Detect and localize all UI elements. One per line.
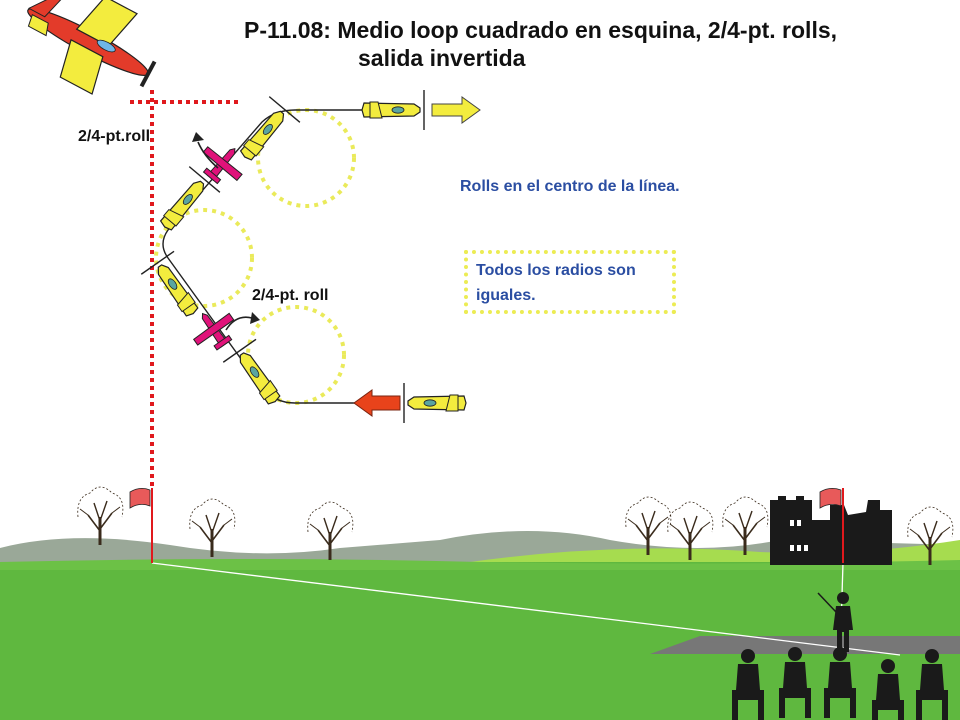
roll-arrow-icon-top: [192, 132, 219, 169]
runway: [650, 636, 960, 654]
entry-arrow-icon: [353, 389, 401, 417]
roll-label-bottom: 2/4-pt. roll: [252, 287, 329, 304]
roll-label-top: 2/4-pt.roll: [78, 128, 151, 145]
flag-icon-left: [129, 488, 153, 563]
tree-icon: [188, 497, 237, 559]
page-title: P-11.08: Medio loop cuadrado en esquina,…: [244, 17, 838, 43]
flag-icon-right: [819, 488, 844, 563]
aerobatic-plane-logo: [27, 0, 157, 95]
grass-horizon: [0, 559, 960, 570]
castle-icon: [770, 496, 892, 565]
pilot-silhouette-icon: [817, 592, 853, 652]
roll-arrow-icon-bottom: [225, 312, 260, 331]
tree-icon: [76, 485, 125, 547]
plane-icon-exit: [361, 89, 425, 131]
flight-path: [162, 109, 372, 404]
plane-icon-entry: [403, 382, 467, 424]
plane-icon-mid-high: [148, 165, 221, 241]
plane-icon-mid-low: [140, 250, 211, 326]
exit-arrow-icon: [431, 96, 481, 124]
plane-icon-top-loop: [228, 95, 301, 171]
plane-icon-bottom-loop: [222, 338, 293, 414]
page-title-line2: salida invertida: [358, 45, 526, 71]
radii-note: Todos los radios son iguales.: [476, 262, 636, 304]
center-line-note: Rolls en el centro de la línea.: [460, 178, 680, 195]
radius-circle-middle: [154, 208, 254, 308]
radii-note-box: [464, 250, 676, 314]
